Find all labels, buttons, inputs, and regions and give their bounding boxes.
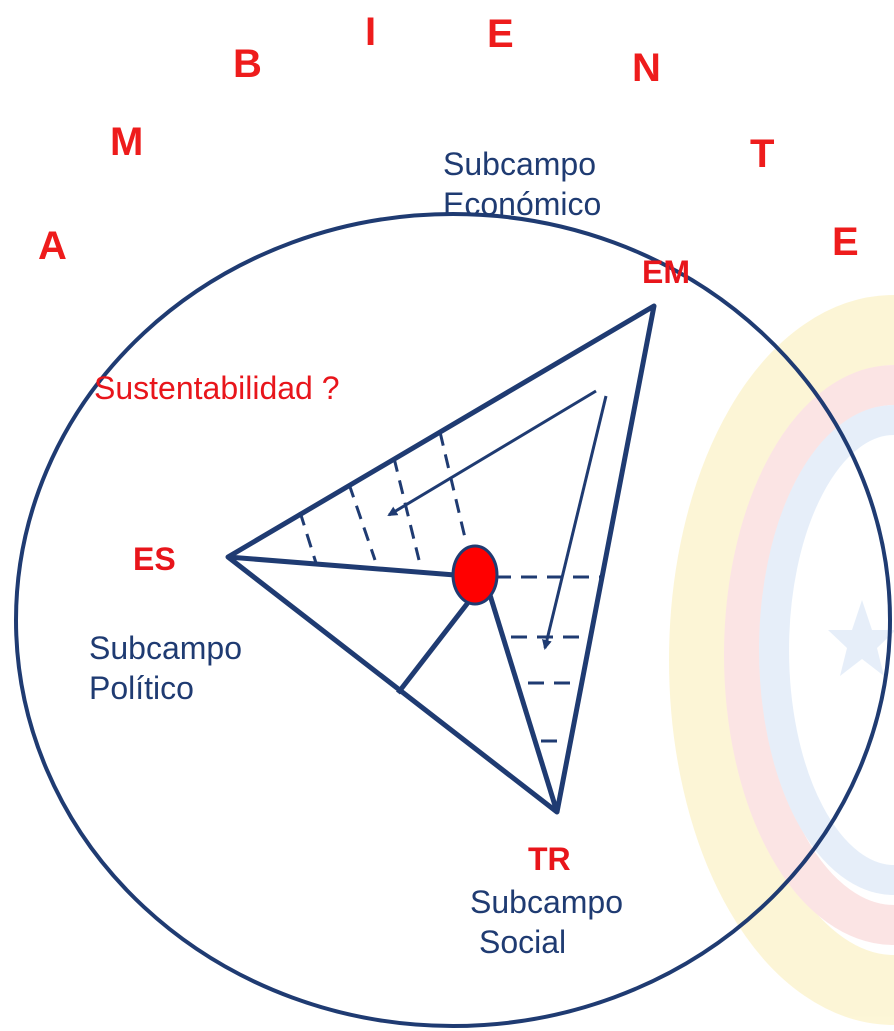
hatch-upper (298, 431, 468, 564)
watermark-arc-red (724, 365, 894, 945)
ambient-letter-i: I (365, 10, 377, 54)
sustainability-question: Sustentabilidad ? (94, 370, 340, 406)
ambient-letter-a: A (38, 224, 67, 268)
hatch-right (495, 575, 602, 743)
subfield-politico-line2: Político (89, 670, 194, 706)
subfield-politico: Subcampo Político (89, 628, 242, 708)
subfield-economico-line2: Económico (443, 186, 602, 222)
subfield-economico-line1: Subcampo (443, 146, 596, 182)
line-es-to-point (227, 554, 456, 578)
ambient-letter-e1: E (487, 12, 514, 56)
arrow-toward-political (387, 389, 597, 517)
subfield-economico: Subcampo Económico (443, 144, 601, 224)
arrow-toward-social (542, 395, 608, 650)
watermark-arc-yellow (669, 295, 894, 1025)
ambient-letter-b: B (233, 42, 262, 86)
equilibrium-point (451, 544, 499, 606)
watermark-arc-blue (759, 405, 894, 895)
vertex-label-es: ES (133, 541, 176, 577)
main-triangle (225, 303, 657, 815)
subfield-social-line2: Social (479, 924, 567, 960)
line-point-to-tr (487, 594, 560, 813)
ambient-letter-t: T (750, 132, 775, 176)
watermark-star (828, 600, 894, 676)
subfield-social: Subcampo Social (470, 882, 623, 962)
ambient-letter-e2: E (832, 220, 859, 264)
subfield-social-line1: Subcampo (470, 884, 623, 920)
ambient-circle (14, 212, 892, 1028)
vertex-label-em: EM (642, 254, 690, 290)
watermark-logo (669, 295, 894, 1025)
subfield-politico-line1: Subcampo (89, 630, 242, 666)
line-point-to-side (396, 598, 472, 695)
ambient-letter-m: M (110, 120, 144, 164)
vertex-label-tr: TR (528, 841, 571, 877)
ambient-letter-n: N (632, 46, 661, 90)
